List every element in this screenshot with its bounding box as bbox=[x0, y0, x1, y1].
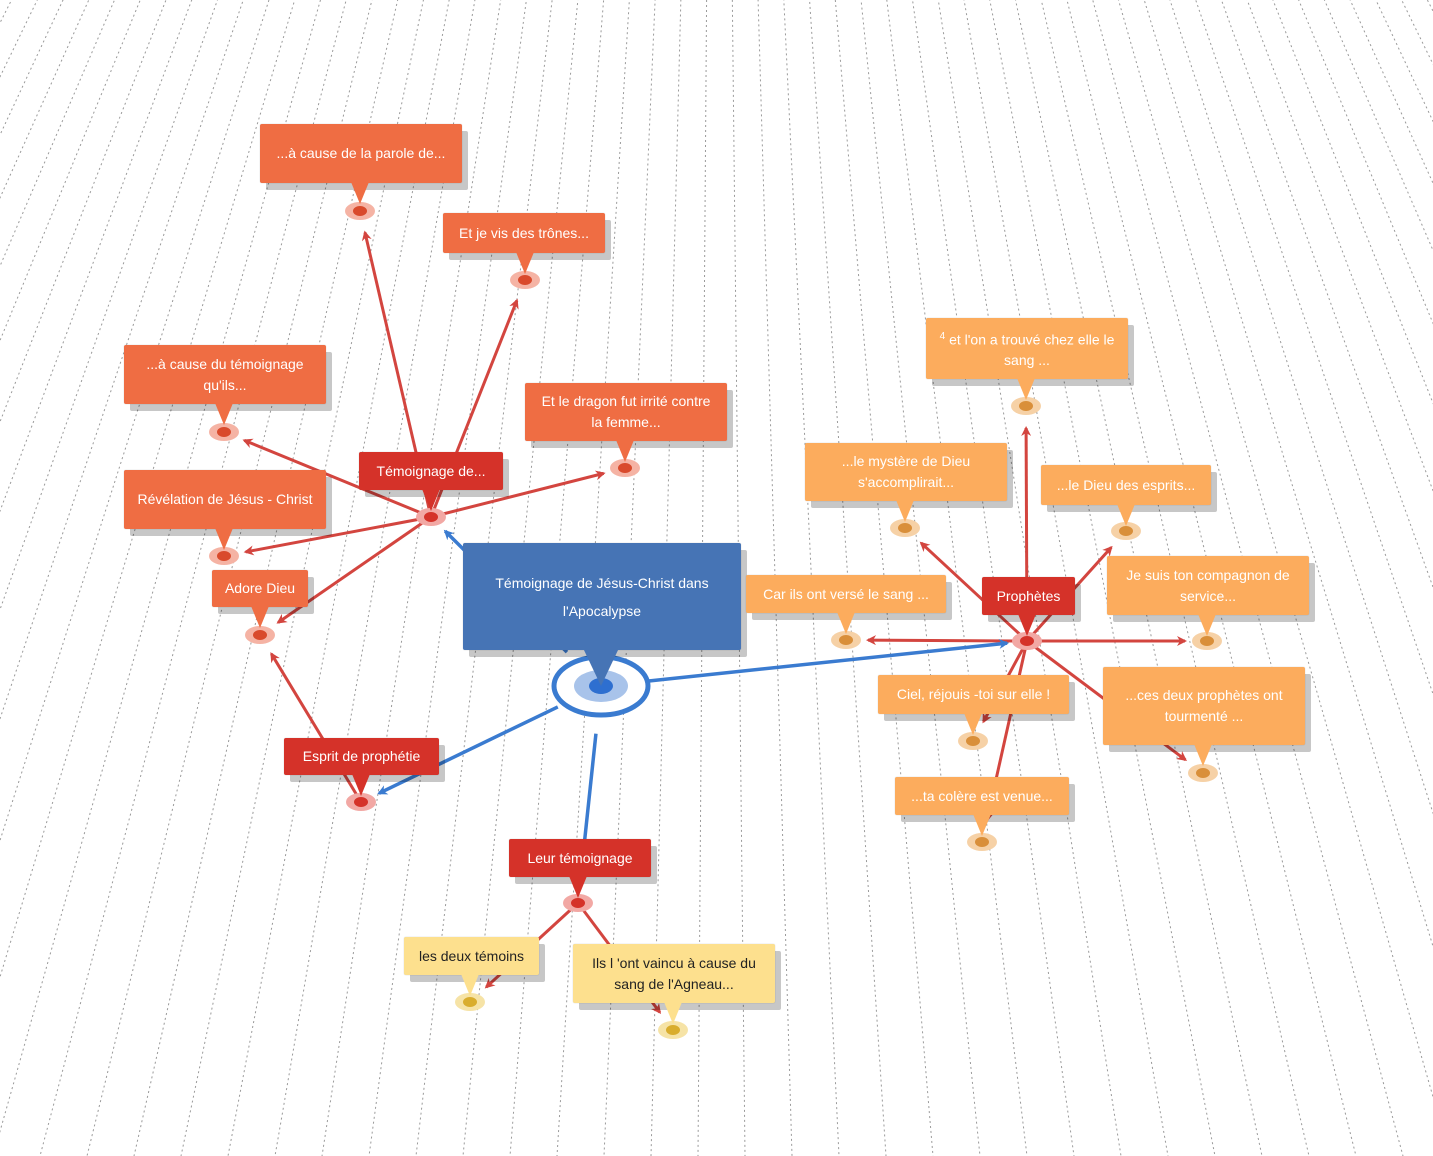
node-temoignage-quils-pointer bbox=[215, 403, 233, 425]
node-deux-prophetes-pointer bbox=[1194, 744, 1212, 766]
node-dieu-esprits[interactable]: ...le Dieu des esprits... bbox=[1041, 465, 1211, 505]
node-dragon-pointer bbox=[616, 440, 634, 462]
edge-tem-dragon bbox=[430, 470, 606, 519]
node-revelation[interactable]: Révélation de Jésus - Christ bbox=[124, 470, 326, 529]
node-leur-pointer bbox=[569, 876, 587, 898]
node-temoignage-quils[interactable]: ...à cause du témoignage qu'ils... bbox=[124, 345, 326, 404]
background-line bbox=[274, 0, 476, 1156]
edge-pro-verse bbox=[865, 635, 1028, 646]
edge-tem-tq bbox=[242, 438, 432, 519]
pin-ciel-inner bbox=[966, 736, 980, 746]
pin-adore-inner bbox=[253, 630, 267, 640]
pin-sang-inner bbox=[1019, 401, 1033, 411]
node-trones[interactable]: Et je vis des trônes... bbox=[443, 213, 605, 253]
node-prophetes[interactable]: Prophètes bbox=[982, 577, 1075, 615]
node-vaincu-pointer bbox=[664, 1002, 682, 1024]
background-line bbox=[462, 0, 579, 1156]
pin-rev-inner bbox=[217, 551, 231, 561]
node-ciel-pointer bbox=[964, 713, 982, 735]
pin-verse-inner bbox=[839, 635, 853, 645]
node-sang-trouve-pointer bbox=[1017, 378, 1035, 400]
background-line bbox=[912, 0, 1075, 1156]
central-topic[interactable]: Témoignage de Jésus-Christ dans l'Apocal… bbox=[463, 543, 741, 650]
background-line bbox=[509, 0, 605, 1156]
background-line bbox=[860, 0, 981, 1156]
node-sang-trouve[interactable]: 4 et l'on a trouvé chez elle le sang ... bbox=[926, 318, 1128, 379]
pin-parole-inner bbox=[353, 206, 367, 216]
node-mystere[interactable]: ...le mystère de Dieu s'accomplirait... bbox=[805, 443, 1007, 501]
node-compagnon[interactable]: Je suis ton compagnon de service... bbox=[1107, 556, 1309, 615]
background-line bbox=[937, 0, 1122, 1156]
central-topic-pointer bbox=[583, 648, 619, 686]
node-temoignage[interactable]: Témoignage de... bbox=[359, 452, 503, 490]
node-leur-temoignage[interactable]: Leur témoignage bbox=[509, 839, 651, 877]
background-line bbox=[180, 0, 424, 1156]
node-compagnon-pointer bbox=[1198, 614, 1216, 636]
pin-col-inner bbox=[975, 837, 989, 847]
node-revelation-pointer bbox=[215, 528, 233, 550]
pin-esp-inner bbox=[354, 797, 368, 807]
background-line bbox=[1143, 0, 1433, 948]
pin-leur-inner bbox=[571, 898, 585, 908]
node-parole-pointer bbox=[351, 182, 369, 204]
node-esprit-pointer bbox=[352, 774, 370, 796]
node-colere-pointer bbox=[973, 814, 991, 836]
pin-tq-inner bbox=[217, 427, 231, 437]
background-line bbox=[321, 0, 502, 1156]
pin-dt-inner bbox=[463, 997, 477, 1007]
pin-de-inner bbox=[1119, 526, 1133, 536]
node-mystere-pointer bbox=[896, 500, 914, 522]
pin-comp-inner bbox=[1200, 636, 1214, 646]
edge-central-esp bbox=[377, 705, 559, 795]
node-temoignage-pointer bbox=[422, 489, 440, 511]
node-deux-temoins-pointer bbox=[461, 974, 479, 996]
background-line bbox=[0, 0, 270, 843]
background-line bbox=[757, 0, 793, 1156]
pin-mys-inner bbox=[898, 523, 912, 533]
pin-dp-inner bbox=[1196, 768, 1210, 778]
edge-pro-mys bbox=[919, 541, 1029, 643]
background-line bbox=[650, 0, 682, 1156]
node-adore-pointer bbox=[251, 606, 269, 628]
node-parole[interactable]: ...à cause de la parole de... bbox=[260, 124, 462, 183]
background-line bbox=[697, 0, 708, 1156]
node-trones-pointer bbox=[516, 252, 534, 274]
node-deux-prophetes[interactable]: ...ces deux prophètes ont tourmenté ... bbox=[1103, 667, 1305, 745]
edge-esp-adore bbox=[270, 652, 363, 803]
node-dragon[interactable]: Et le dragon fut irrité contre la femme.… bbox=[525, 383, 727, 441]
node-deux-temoins[interactable]: les deux témoins bbox=[404, 937, 539, 975]
background-line bbox=[1117, 0, 1433, 1099]
node-verse-sang-pointer bbox=[837, 612, 855, 634]
node-prophetes-pointer bbox=[1018, 614, 1036, 636]
background-line bbox=[731, 0, 746, 1156]
central-topic-label: Témoignage de Jésus-Christ dans l'Apocal… bbox=[495, 574, 709, 619]
verse-number: 4 bbox=[939, 330, 946, 342]
node-adore-dieu[interactable]: Adore Dieu bbox=[212, 570, 308, 607]
pin-tem-inner bbox=[424, 512, 438, 522]
node-dieu-esprits-pointer bbox=[1117, 504, 1135, 526]
edge-tem-rev bbox=[243, 515, 432, 556]
edge-central-pro bbox=[648, 638, 1010, 683]
pin-pro-inner bbox=[1020, 636, 1034, 646]
pin-dragon-inner bbox=[618, 463, 632, 473]
node-colere[interactable]: ...ta colère est venue... bbox=[895, 777, 1069, 815]
pin-trones-inner bbox=[518, 275, 532, 285]
node-ciel[interactable]: Ciel, réjouis -toi sur elle ! bbox=[878, 675, 1069, 714]
pin-vaincu-inner bbox=[666, 1025, 680, 1035]
node-esprit-de-prophetie[interactable]: Esprit de prophétie bbox=[284, 738, 439, 775]
node-vaincu[interactable]: Ils l 'ont vaincu à cause du sang de l'A… bbox=[573, 944, 775, 1003]
node-verse-sang[interactable]: Car ils ont versé le sang ... bbox=[746, 575, 946, 613]
